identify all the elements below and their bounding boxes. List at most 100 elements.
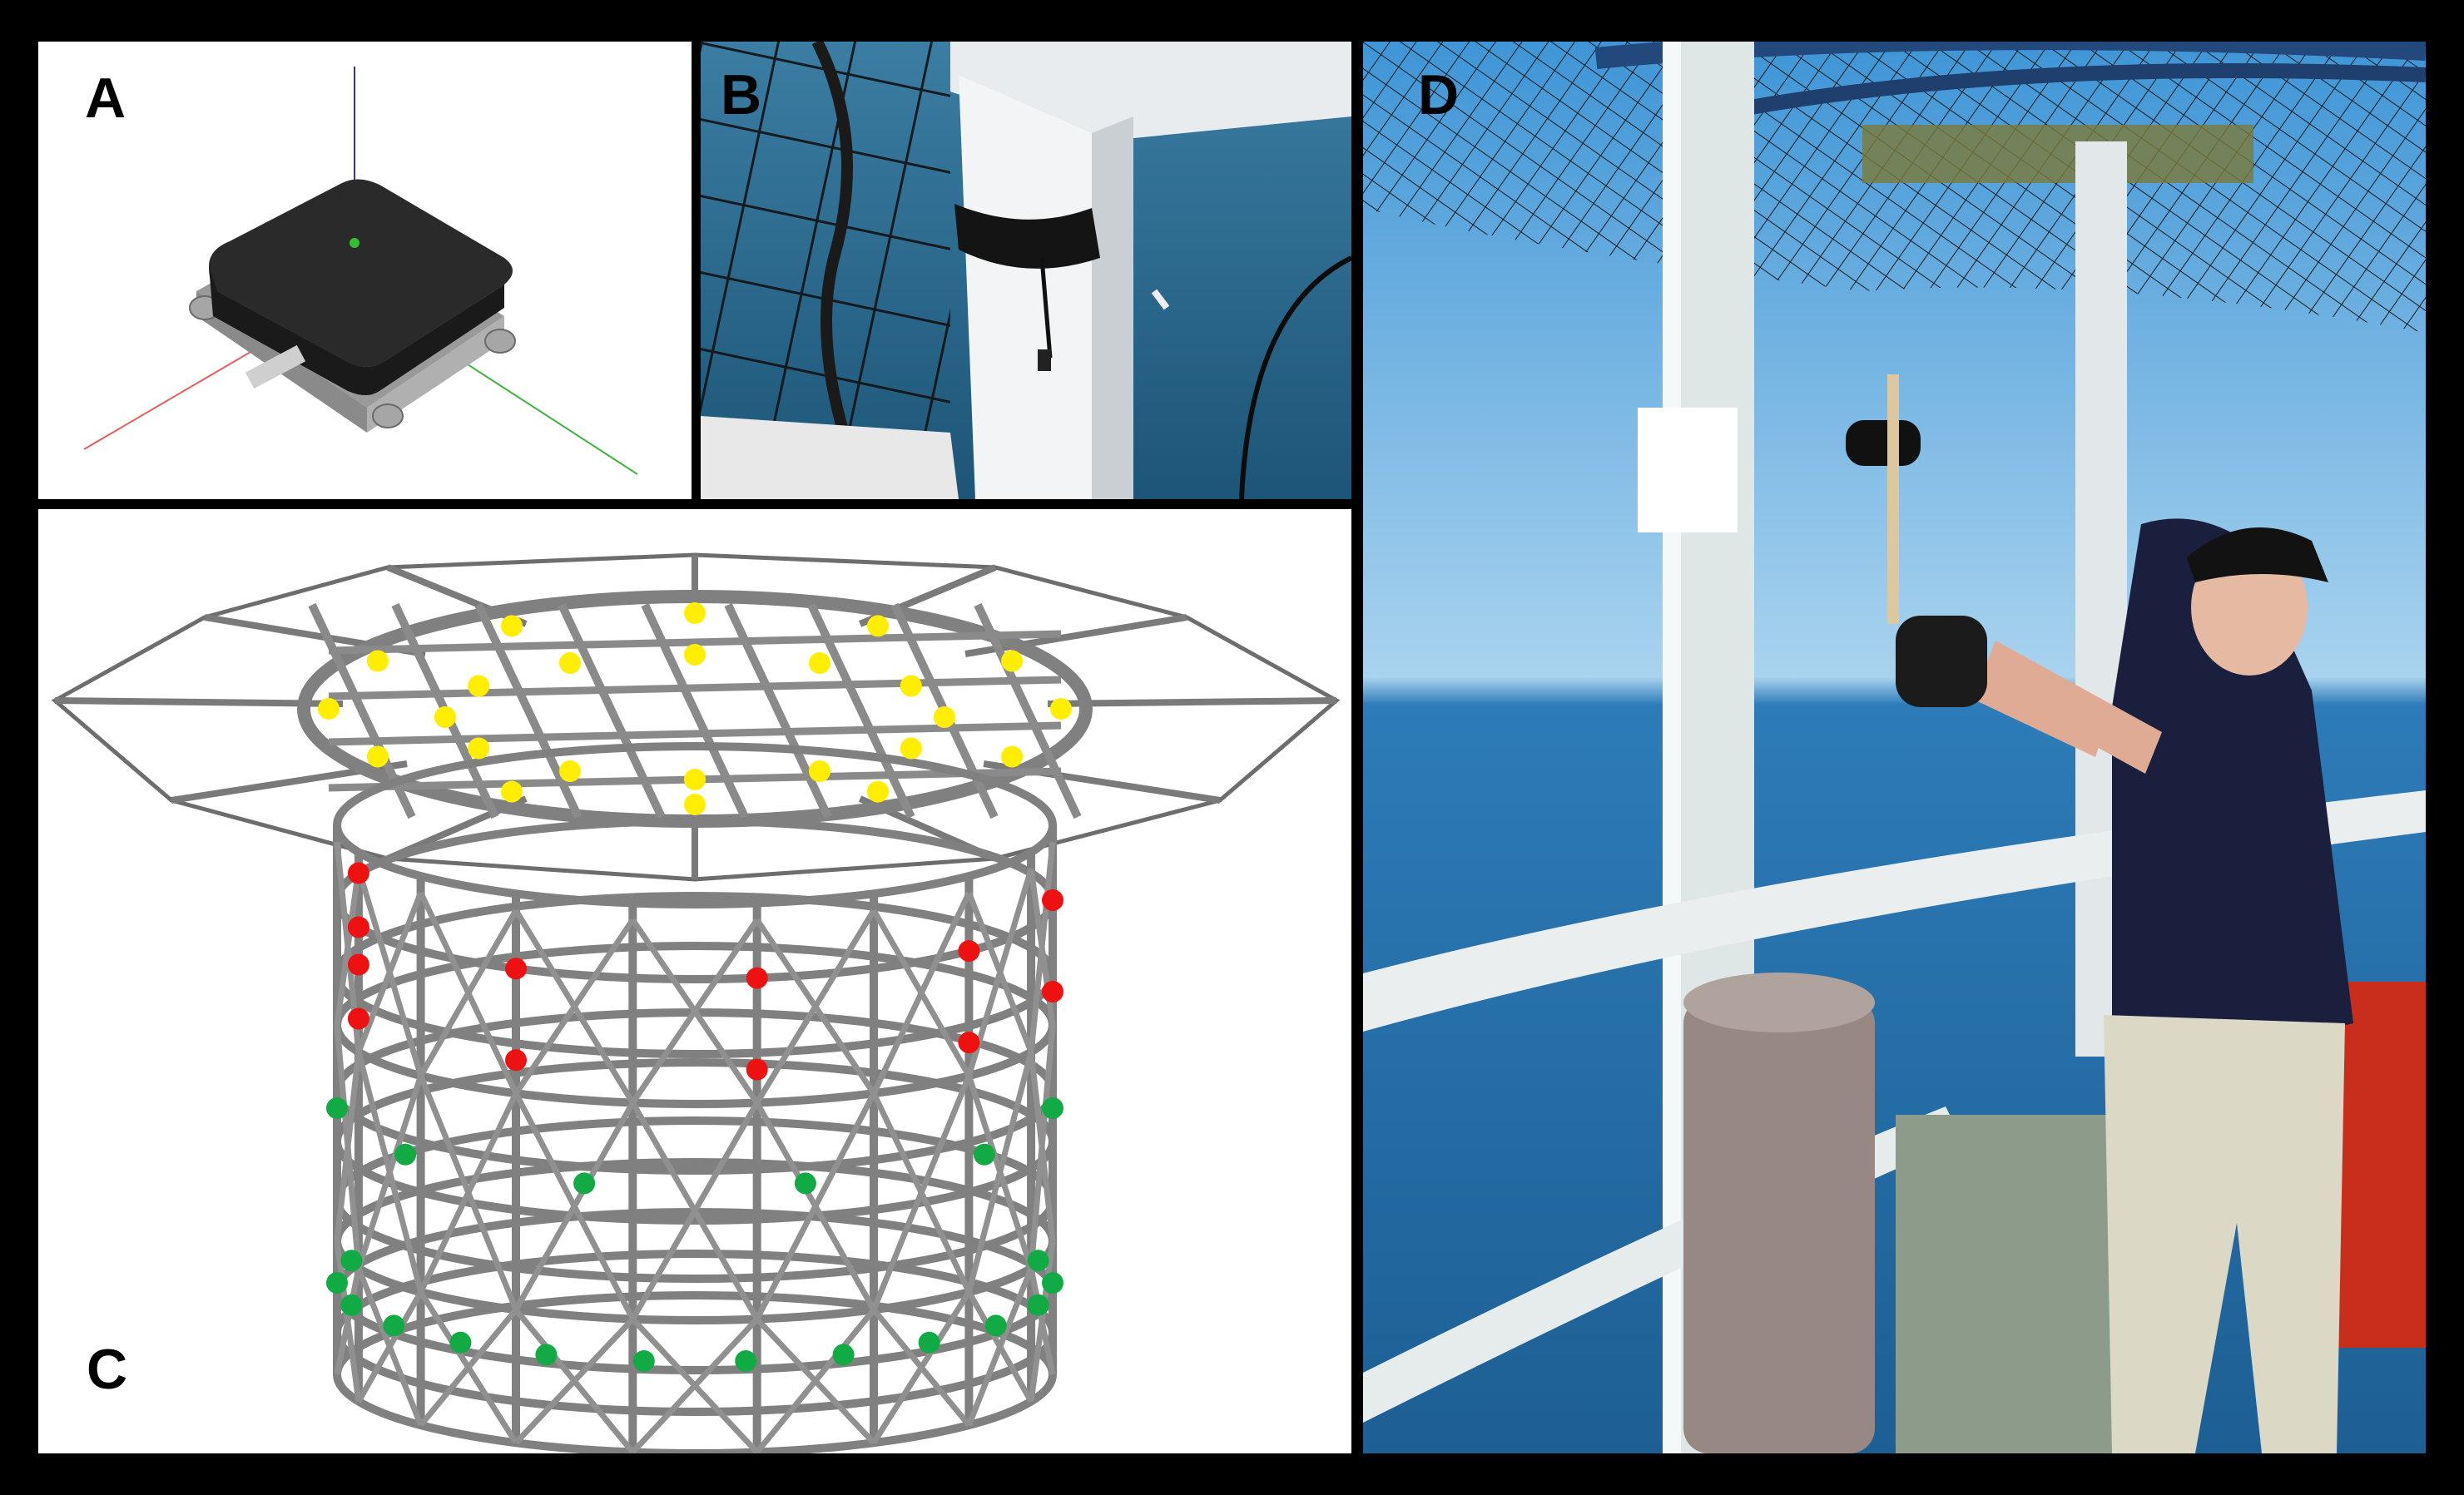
cylinder-brace — [1028, 1240, 1056, 1402]
cylinder-brace — [418, 908, 519, 1077]
cylinder-brace — [355, 891, 424, 1053]
marker-green — [573, 1172, 596, 1195]
marker-yellow — [468, 675, 490, 697]
panel-c: C — [38, 509, 1351, 1453]
installation-photo — [1363, 42, 2426, 1453]
marker-yellow — [559, 760, 581, 782]
cylinder-brace — [334, 1052, 362, 1242]
marker-yellow — [1001, 650, 1024, 672]
panel-a: A — [38, 42, 692, 499]
marker-green — [326, 1272, 348, 1294]
marker-yellow — [809, 652, 830, 674]
cylinder-brace — [754, 1092, 877, 1321]
sensor-on-pole-photo — [701, 42, 1351, 499]
sensor-origin-dot — [350, 238, 359, 248]
sensor-3d-model — [83, 67, 638, 475]
marker-green — [735, 1350, 757, 1372]
marker-red — [1042, 981, 1063, 1002]
marker-yellow — [684, 769, 706, 790]
marker-red — [347, 862, 369, 884]
marker-green — [383, 1314, 405, 1337]
marker-green — [984, 1314, 1007, 1337]
cylinder-brace — [1028, 1024, 1056, 1269]
marker-red — [958, 1032, 980, 1054]
deck-beam — [328, 630, 1062, 655]
cylinder-brace — [418, 1308, 518, 1428]
lattice-structure-model — [51, 552, 1341, 1453]
marker-yellow — [809, 760, 830, 782]
marker-green — [340, 1294, 363, 1316]
marker-yellow — [684, 644, 706, 666]
deck-beam — [974, 602, 1082, 819]
marker-yellow — [684, 602, 706, 624]
platform-spoke — [54, 697, 344, 707]
cylinder-brace — [513, 918, 636, 1096]
marker-yellow — [900, 675, 922, 697]
marker-yellow — [867, 780, 889, 803]
marker-green — [1027, 1294, 1049, 1316]
mooring-post — [1683, 998, 1875, 1453]
deck-beam — [328, 676, 1062, 700]
cylinder-brace — [355, 1074, 424, 1270]
mallet-handle — [1887, 374, 1899, 624]
marker-green — [632, 1350, 655, 1372]
marker-green — [973, 1143, 995, 1166]
cylinder-brace — [630, 1317, 760, 1453]
cylinder-brace — [334, 1267, 362, 1375]
sensor-device — [189, 179, 516, 433]
marker-yellow — [934, 706, 955, 728]
cylinder-brace — [630, 918, 760, 1105]
cylinder-brace — [513, 1101, 636, 1311]
cylinder-brace — [870, 1074, 972, 1311]
person-gloves — [1896, 616, 1987, 707]
platform-spoke — [1048, 697, 1337, 707]
cylinder-brace — [754, 1308, 876, 1453]
lattice-frame — [51, 552, 1341, 1453]
marker-yellow — [501, 780, 523, 803]
marker-yellow — [684, 794, 706, 815]
marker-red — [347, 916, 369, 938]
marker-red — [746, 967, 768, 989]
marker-green — [832, 1344, 855, 1366]
marker-green — [326, 1097, 348, 1119]
cylinder-brace — [754, 908, 876, 1105]
cylinder-brace — [513, 1317, 635, 1445]
panel-d: D — [1363, 42, 2426, 1453]
marker-green — [449, 1331, 472, 1354]
marker-yellow — [501, 615, 523, 637]
cylinder-brace — [418, 1092, 519, 1294]
panel-label-c: C — [87, 1338, 128, 1401]
marker-green — [340, 1250, 363, 1272]
mallet-head — [1846, 420, 1921, 466]
marker-yellow — [434, 706, 456, 728]
marker-yellow — [318, 698, 340, 720]
panel-label-b: B — [721, 63, 762, 126]
marker-green — [1027, 1250, 1049, 1272]
deck-beam — [328, 721, 1062, 746]
marker-red — [347, 953, 369, 976]
marker-yellow — [900, 737, 922, 760]
cylinder-brace — [355, 1290, 424, 1403]
marker-yellow — [468, 737, 490, 760]
sensor-wrap — [1638, 408, 1738, 532]
marker-green — [535, 1344, 558, 1366]
marker-yellow — [1001, 745, 1024, 768]
person-trousers — [2104, 1015, 2345, 1453]
marker-green — [1042, 1272, 1063, 1294]
panel-label-a: A — [85, 67, 126, 130]
marker-green — [394, 1143, 417, 1166]
cylinder-brace — [966, 1267, 1034, 1427]
panel-label-d: D — [1418, 63, 1460, 126]
marker-yellow — [559, 652, 581, 674]
marker-yellow — [366, 650, 389, 672]
cylinder-brace — [630, 1101, 760, 1321]
person-cap — [2187, 527, 2328, 582]
marker-green — [918, 1331, 940, 1354]
overhead-net — [1363, 42, 2426, 333]
marker-yellow — [1050, 698, 1072, 720]
marker-green — [1042, 1097, 1063, 1119]
marker-red — [746, 1058, 768, 1081]
marker-yellow — [867, 615, 889, 637]
marker-red — [958, 940, 980, 963]
